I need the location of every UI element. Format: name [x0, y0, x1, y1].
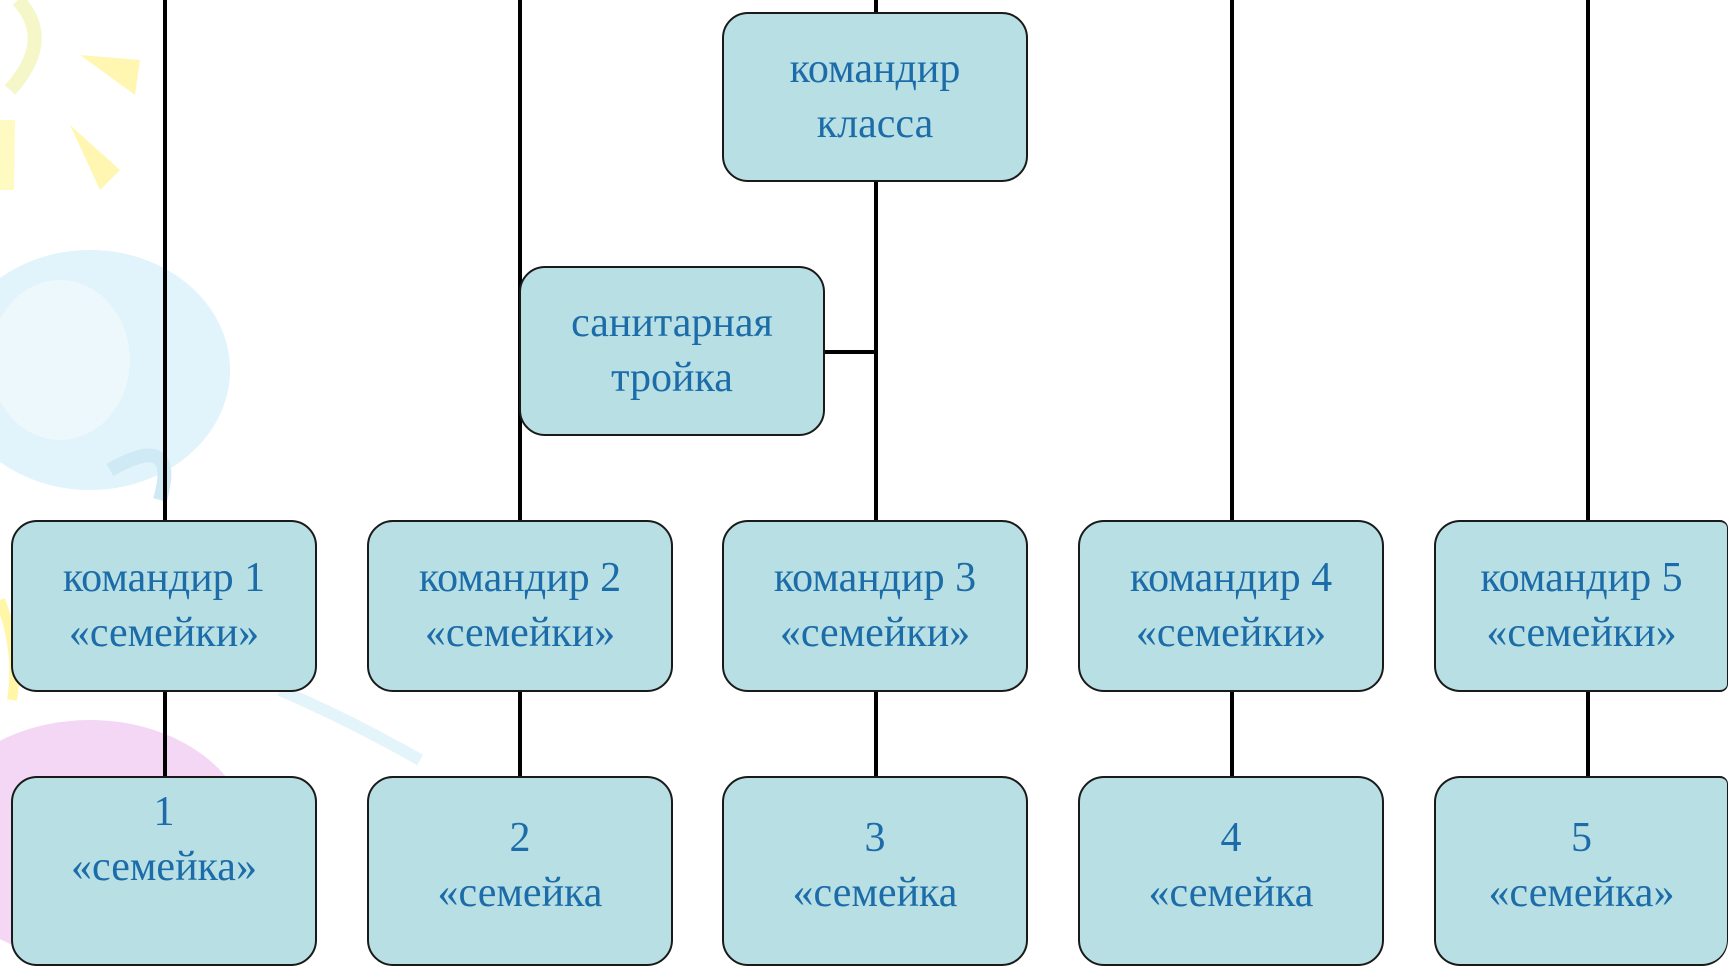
connector-line [874, 0, 878, 14]
commander-label-line2: «семейки» [1135, 610, 1327, 656]
family-box-3: 3 «семейка [722, 776, 1028, 966]
family-label-line2: «семейка [437, 870, 603, 916]
family-box-5: 5 «семейка» [1434, 776, 1728, 966]
family-label-line2: «семейка [792, 870, 958, 916]
sanitary-trio-label-line1: санитарная [571, 300, 773, 346]
connector-line [823, 350, 878, 354]
connector-line [1586, 0, 1590, 522]
family-label-line1: 4 [1220, 815, 1242, 861]
connector-line [874, 692, 878, 778]
sanitary-trio-label-line2: тройка [611, 355, 733, 401]
commander-label-line1: командир 2 [418, 555, 622, 601]
commander-box-5: командир 5 «семейки» [1434, 520, 1728, 692]
blue-swirl-decoration [0, 250, 423, 766]
family-box-1: 1 «семейка» [11, 776, 317, 966]
family-label-line1: 2 [509, 815, 531, 861]
commander-label-line2: «семейки» [68, 610, 260, 656]
family-label-line1: 1 [153, 789, 175, 835]
commander-label-line2: «семейки» [1486, 610, 1677, 656]
connector-line [1586, 692, 1590, 778]
family-box-2: 2 «семейка [367, 776, 673, 966]
family-label-line1: 3 [864, 815, 886, 861]
family-label-line2: «семейка» [1488, 870, 1675, 916]
commander-label-line2: «семейки» [779, 610, 971, 656]
commander-box-1: командир 1 «семейки» [11, 520, 317, 692]
commander-label-line1: командир 4 [1129, 555, 1333, 601]
commander-box-4: командир 4 «семейки» [1078, 520, 1384, 692]
connector-line [163, 0, 167, 522]
class-commander-label-line1: командир [789, 46, 961, 92]
connector-line [1230, 0, 1234, 522]
family-box-4: 4 «семейка [1078, 776, 1384, 966]
sun-decoration [0, 0, 140, 190]
connector-line [1230, 692, 1234, 778]
commander-label-line2: «семейки» [424, 610, 616, 656]
commander-label-line1: командир 1 [62, 555, 266, 601]
connector-line [518, 0, 522, 522]
class-commander-box: командир класса [722, 12, 1028, 182]
class-commander-label-line2: класса [816, 101, 934, 147]
family-label-line2: «семейка» [71, 844, 257, 890]
commander-label-line1: командир 5 [1480, 555, 1683, 601]
sanitary-trio-box: санитарная тройка [519, 266, 825, 436]
family-label-line1: 5 [1571, 815, 1592, 861]
family-label-line2: «семейка [1148, 870, 1314, 916]
commander-box-3: командир 3 «семейки» [722, 520, 1028, 692]
connector-line [518, 692, 522, 778]
commander-label-line1: командир 3 [773, 555, 977, 601]
commander-box-2: командир 2 «семейки» [367, 520, 673, 692]
connector-line [163, 692, 167, 778]
